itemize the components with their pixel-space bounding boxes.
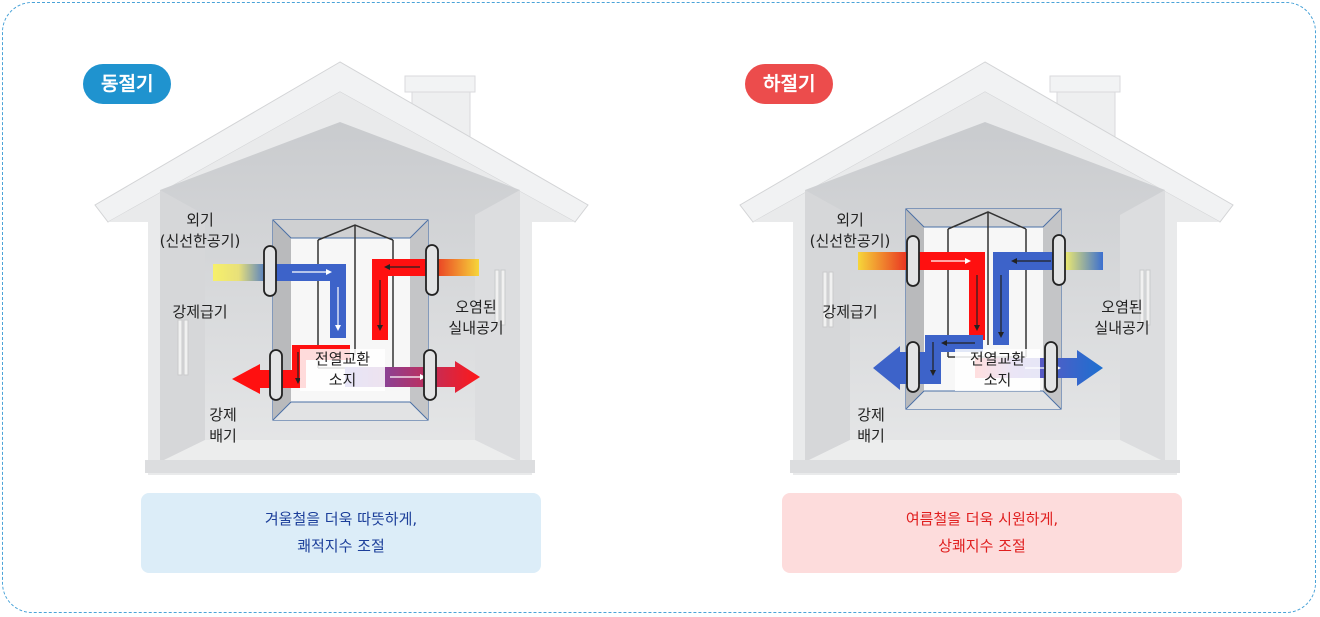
summer-caption: 여름철을 더욱 시원하게, 상쾌지수 조절 — [782, 493, 1182, 573]
forced-exhaust-label: 강제 배기 — [209, 406, 237, 445]
heat-exchange-label: 전열교환 소지 — [955, 349, 1040, 391]
season-badge: 동절기 — [83, 64, 172, 104]
winter-panel: 동절기 외기 (신선한공기) 강제급기 오염된 실내공기 전열교환 소지 강제 … — [83, 61, 589, 573]
winter-caption: 겨울철을 더욱 따뜻하게, 쾌적지수 조절 — [141, 493, 541, 573]
winter-house-illustration — [94, 61, 589, 475]
polluted-air-label: 오염된 실내공기 — [448, 298, 504, 337]
forced-supply-label: 강제급기 — [172, 303, 228, 321]
heat-exchange-label: 전열교환 소지 — [300, 349, 385, 391]
polluted-air-label: 오염된 실내공기 — [1094, 298, 1150, 337]
summer-house-illustration — [739, 61, 1234, 475]
summer-panel: 하절기 외기 (신선한공기) 강제급기 오염된 실내공기 전열교환 소지 강제 … — [645, 0, 1305, 617]
season-badge: 하절기 — [745, 64, 834, 104]
outside-air-label: 외기 (신선한공기) — [159, 211, 241, 250]
forced-exhaust-label: 강제 배기 — [857, 406, 885, 445]
outside-air-label: 외기 (신선한공기) — [809, 211, 891, 250]
forced-supply-label: 강제급기 — [822, 303, 878, 321]
